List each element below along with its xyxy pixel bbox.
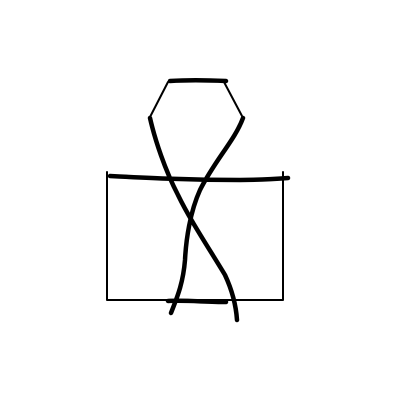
hexagon-right-upper-edge (223, 81, 243, 117)
rectangle-outline (106, 171, 284, 301)
rectangle-top-stroke (107, 173, 291, 183)
hexagon-top-edge (167, 78, 229, 84)
hexagon-left-upper-edge (149, 81, 169, 118)
rectangle-bottom-stroke (165, 298, 229, 305)
cross-stroke-right-to-left (168, 115, 246, 316)
cross-stroke-left-to-right (147, 115, 240, 323)
